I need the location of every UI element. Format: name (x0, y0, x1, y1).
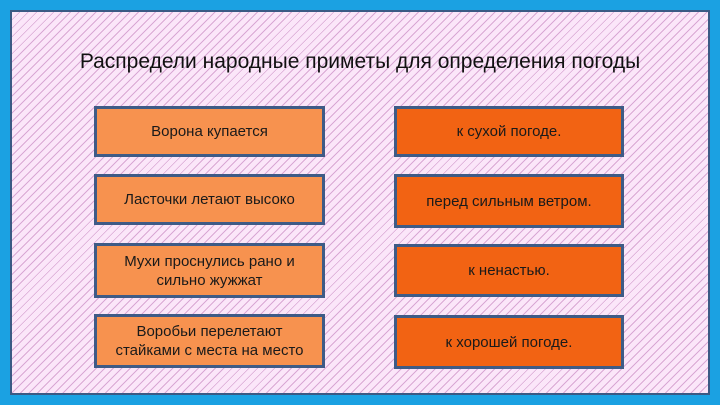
sign-card-2[interactable]: Ласточки летают высоко (94, 174, 325, 225)
sign-card-1[interactable]: Ворона купается (94, 106, 325, 157)
sign-card-4[interactable]: Воробьи перелетают стайками с места на м… (94, 314, 325, 368)
slide-frame: Распредели народные приметы для определе… (10, 10, 710, 395)
slide-title: Распредели народные приметы для определе… (79, 50, 641, 73)
sign-card-3[interactable]: Мухи проснулись рано и сильно жужжат (94, 243, 325, 298)
outcome-card-3[interactable]: к ненастью. (394, 244, 624, 297)
outcome-card-4[interactable]: к хорошей погоде. (394, 315, 624, 369)
outcome-card-2[interactable]: перед сильным ветром. (394, 174, 624, 228)
outcome-card-1[interactable]: к сухой погоде. (394, 106, 624, 157)
